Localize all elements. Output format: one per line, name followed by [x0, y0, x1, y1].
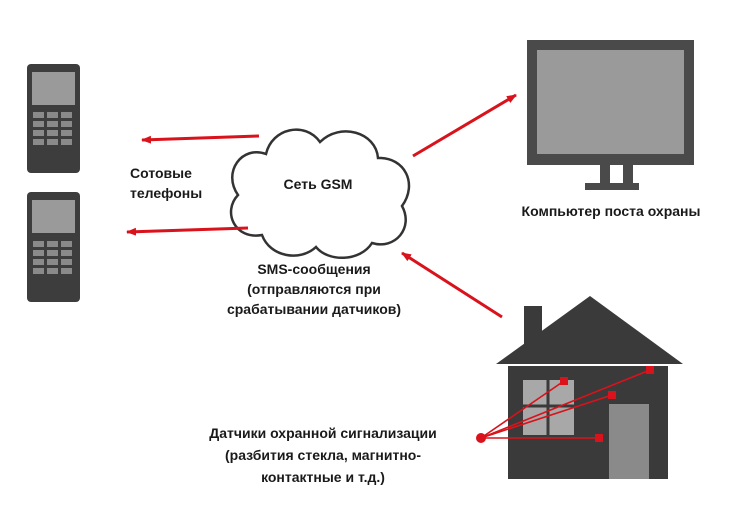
window-icon [523, 380, 574, 435]
computer-label: Компьютер поста охраны [522, 203, 701, 219]
arrow-from-house [401, 251, 503, 319]
house-icon [496, 296, 683, 479]
sensor-marker-icon [646, 366, 654, 374]
cloud-icon [229, 128, 411, 260]
sensors-label-line1: Датчики охранной сигнализации [209, 425, 437, 441]
sensor-marker-icon [595, 434, 603, 442]
arrow-to-computer [412, 93, 517, 158]
sensor-hub-icon [476, 433, 486, 443]
sensor-marker-icon [560, 377, 568, 385]
sms-label-line3: срабатывании датчиков) [227, 301, 401, 317]
arrow-to-phone-2 [126, 226, 249, 236]
sms-label-line2: (отправляются при [247, 281, 381, 297]
phones-label-line2: телефоны [130, 185, 202, 201]
mobile-phone-icon [27, 64, 80, 173]
computer-monitor-icon [527, 40, 694, 190]
sensor-links [480, 369, 651, 439]
arrow-to-phone-1 [141, 134, 260, 144]
sensors-label-line3: контактные и т.д.) [261, 469, 385, 485]
gsm-network-label: Сеть GSM [284, 176, 353, 192]
sms-label-line1: SMS-сообщения [257, 261, 370, 277]
sensors-label-line2: (разбития стекла, магнитно- [225, 447, 421, 463]
mobile-phone-icon [27, 192, 80, 302]
phones-label-line1: Сотовые [130, 165, 192, 181]
sensor-marker-icon [608, 391, 616, 399]
door-icon [609, 404, 649, 479]
